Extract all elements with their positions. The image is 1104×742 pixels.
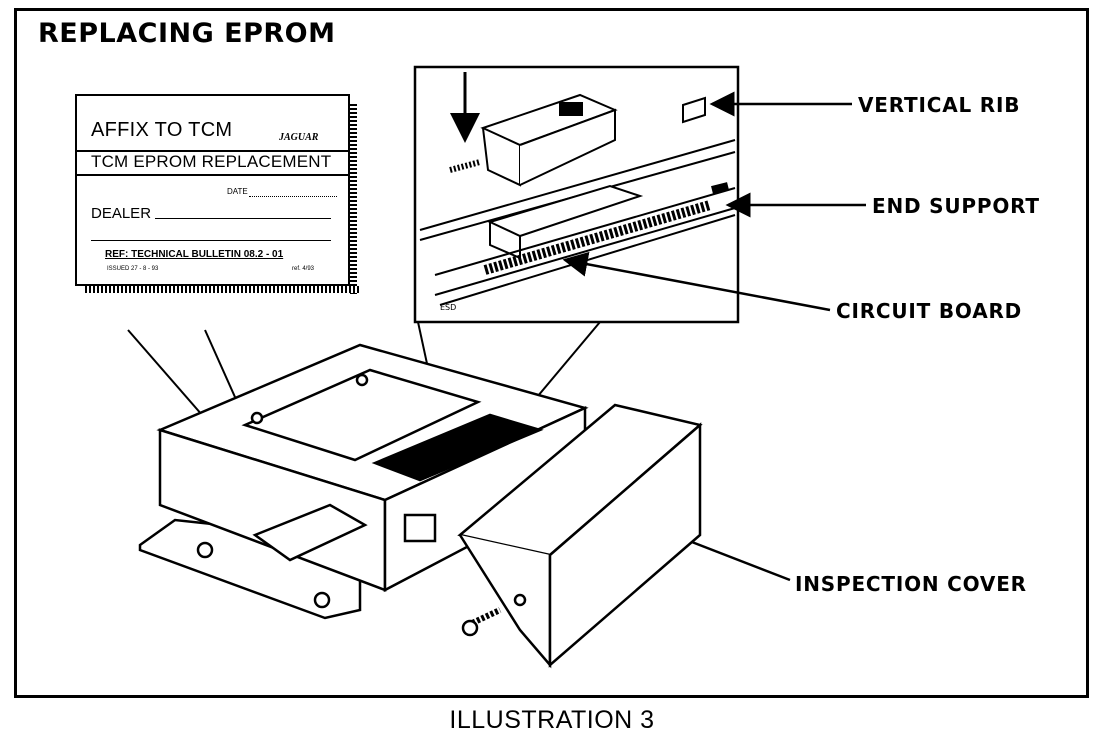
callout-vertical-rib: VERTICAL RIB [858, 93, 1021, 117]
decal-issued-ref: ref. 4/93 [292, 266, 315, 272]
decal-affix-text: AFFIX TO TCM [91, 119, 233, 141]
callout-end-support: END SUPPORT [872, 194, 1040, 218]
decal-brand-logo: JAGUAR [279, 132, 319, 143]
decal-reference: REF: TECHNICAL BULLETIN 08.2 - 01 [105, 249, 284, 260]
decal-issued: ISSUED 27 - 8 - 93 [107, 266, 159, 272]
decal-blank-line [91, 240, 331, 241]
decal-replacement-text: TCM EPROM REPLACEMENT [91, 152, 332, 171]
callout-inspection-cover: INSPECTION COVER [795, 572, 1027, 596]
eprom-decal: AFFIX TO TCM JAGUAR TCM EPROM REPLACEMEN… [75, 94, 360, 294]
decal-date-label: DATE [227, 187, 248, 196]
decal-divider [77, 174, 348, 176]
illustration-caption: ILLUSTRATION 3 [449, 706, 655, 734]
detail-inset: ESD [413, 65, 740, 471]
decal-shadow-right [350, 104, 357, 294]
callout-circuit-board: CIRCUIT BOARD [836, 299, 1023, 323]
decal-date-line [249, 196, 337, 197]
decal-dealer-label: DEALER [91, 205, 152, 222]
inspection-cover [457, 403, 703, 669]
tcm-unit [138, 343, 589, 620]
svg-text:ESD: ESD [440, 303, 456, 312]
illustration-frame [14, 8, 1089, 698]
decal-divider [77, 150, 348, 152]
decal-dealer-line [155, 218, 331, 219]
decal-shadow-bottom [85, 286, 360, 293]
diagram-title: REPLACING EPROM [38, 18, 336, 49]
